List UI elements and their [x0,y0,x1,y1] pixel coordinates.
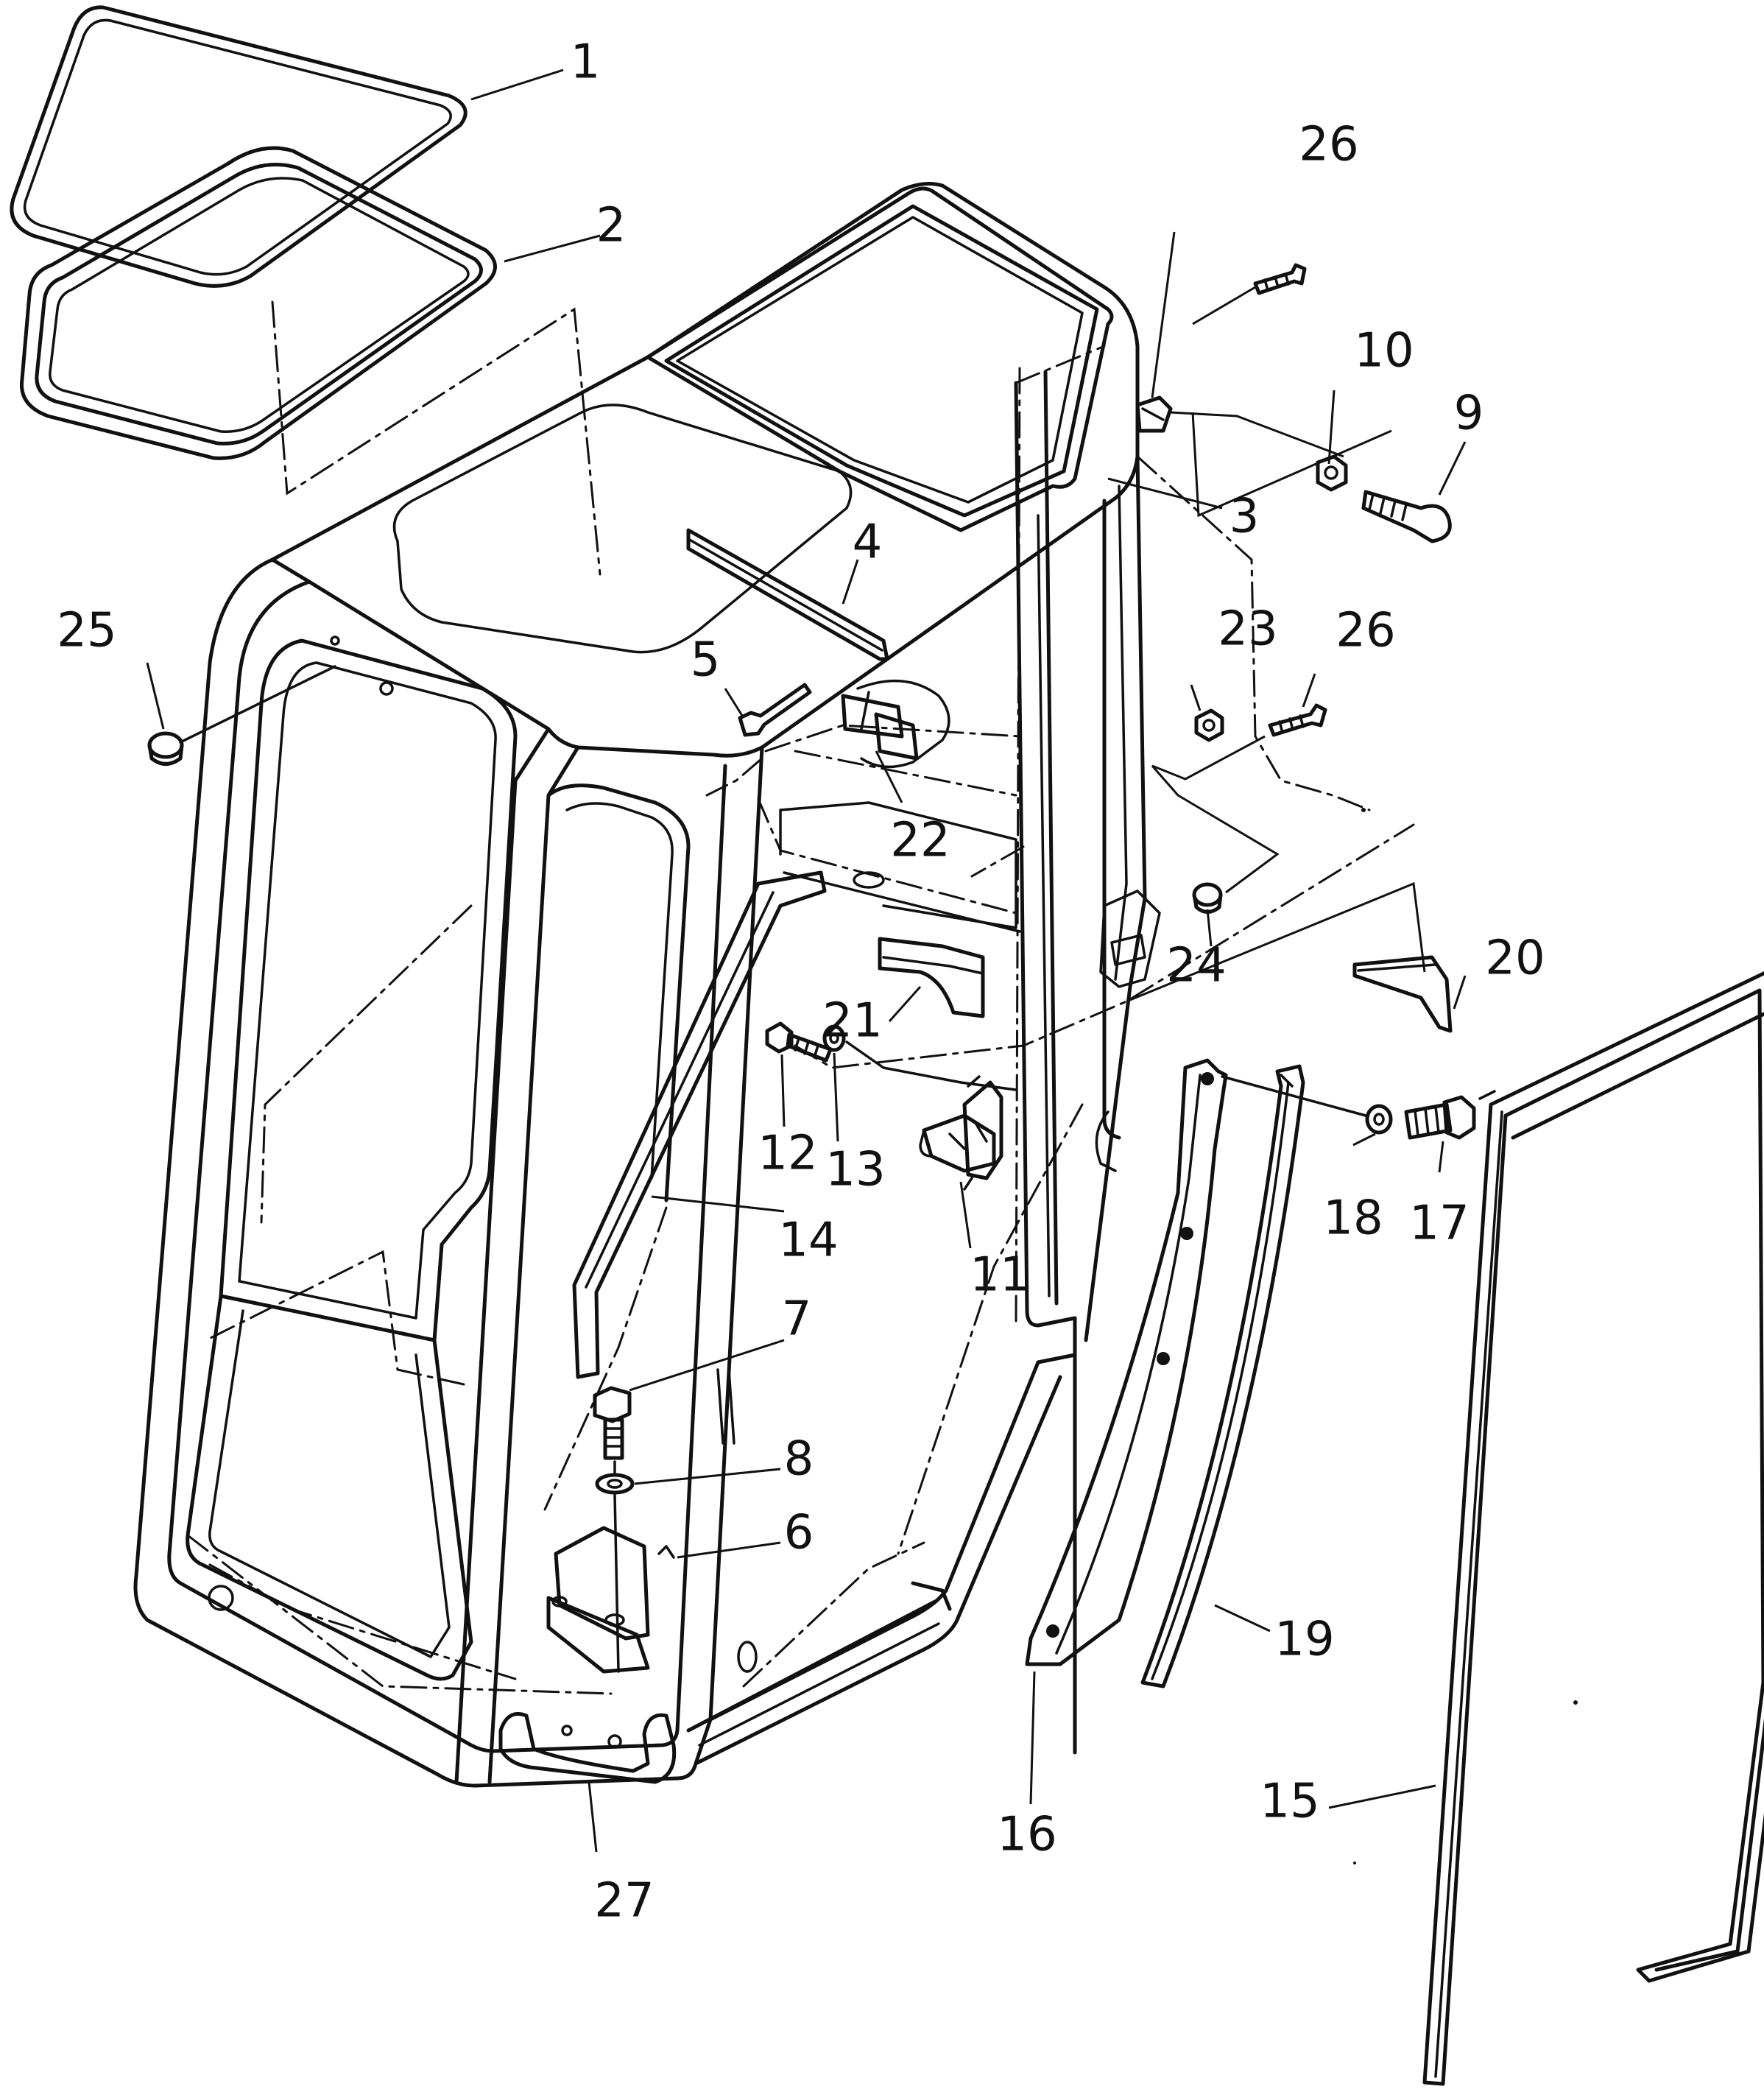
callout-27: 27 [594,1874,654,1929]
callout-2: 2 [596,199,627,253]
part-cab-frame [133,182,1415,1788]
callout-24: 24 [1166,939,1226,993]
part-strip [686,528,889,661]
part-roof-seal [19,146,497,460]
part-cap-right [1192,882,1223,914]
part-block [878,937,985,1018]
leader-lines [146,68,1467,1853]
roof-assembly-line-left [271,300,601,576]
callout-23: 23 [1218,602,1277,657]
callout-14: 14 [778,1214,838,1268]
part-mount-bracket [546,1526,675,1674]
callout-25: 25 [57,604,116,658]
part-pad-right [1352,955,1453,1033]
part-pillar-bolt [1404,1095,1476,1140]
part-door-lock [919,1075,1003,1191]
part-floor-bracket [498,1712,677,1784]
callout-11: 11 [970,1248,1029,1303]
part-nut-mid [1194,708,1224,742]
part-bolt-top [1361,490,1452,543]
callout-18: 18 [1323,1191,1383,1246]
callout-8: 8 [784,1432,814,1487]
callout-4: 4 [853,515,883,570]
latch-plate [1099,890,1161,988]
part-door-seal [1140,1064,1305,1688]
callout-5: 5 [691,633,721,688]
part-pin [738,683,812,737]
part-bracket-washer [595,1473,635,1495]
part-bracket-bolt [593,1386,632,1460]
door-hook [1095,1110,1117,1172]
part-bracket-top [1135,395,1173,433]
callout-16: 16 [997,1808,1056,1862]
part-screw-upper [1253,263,1307,295]
callout-26-upper: 26 [1299,118,1358,172]
callout-1: 1 [571,35,601,90]
callout-19: 19 [1274,1613,1334,1667]
callout-10: 10 [1354,324,1414,378]
callout-7: 7 [782,1292,812,1347]
callout-labels: 1 2 3 4 5 6 7 8 9 10 11 12 13 14 15 16 1… [57,35,1545,1929]
callout-22: 22 [890,814,950,868]
callout-13: 13 [825,1143,885,1197]
part-pillar-washer [1365,1104,1393,1135]
part-lock-bolt [765,1021,833,1063]
part-cap-left [147,731,184,766]
callout-21: 21 [822,994,882,1049]
lock-axis [845,1040,1017,1091]
callout-12: 12 [758,1127,817,1181]
part-screw-lower [1268,703,1327,737]
callout-26-lower: 26 [1336,604,1395,658]
part-roof-glass [10,5,468,288]
pillar-bolt-axis [1221,1075,1367,1117]
latch-plate-inner [1110,934,1146,966]
callout-6: 6 [784,1506,814,1560]
part-rubber-pad [841,679,950,769]
callout-20: 20 [1485,931,1545,986]
callout-15: 15 [1260,1775,1319,1829]
part-door-frame-seal [1422,971,1764,2086]
callout-17: 17 [1409,1197,1469,1251]
part-weatherstrip-left [572,870,827,1379]
part-door-pillar [1025,1058,1228,1666]
callout-9: 9 [1454,387,1484,441]
part-lock-washer [822,1024,846,1052]
cap-left-axis [179,665,336,744]
bracket-axis [613,1460,620,1673]
callout-3: 3 [1229,490,1260,544]
